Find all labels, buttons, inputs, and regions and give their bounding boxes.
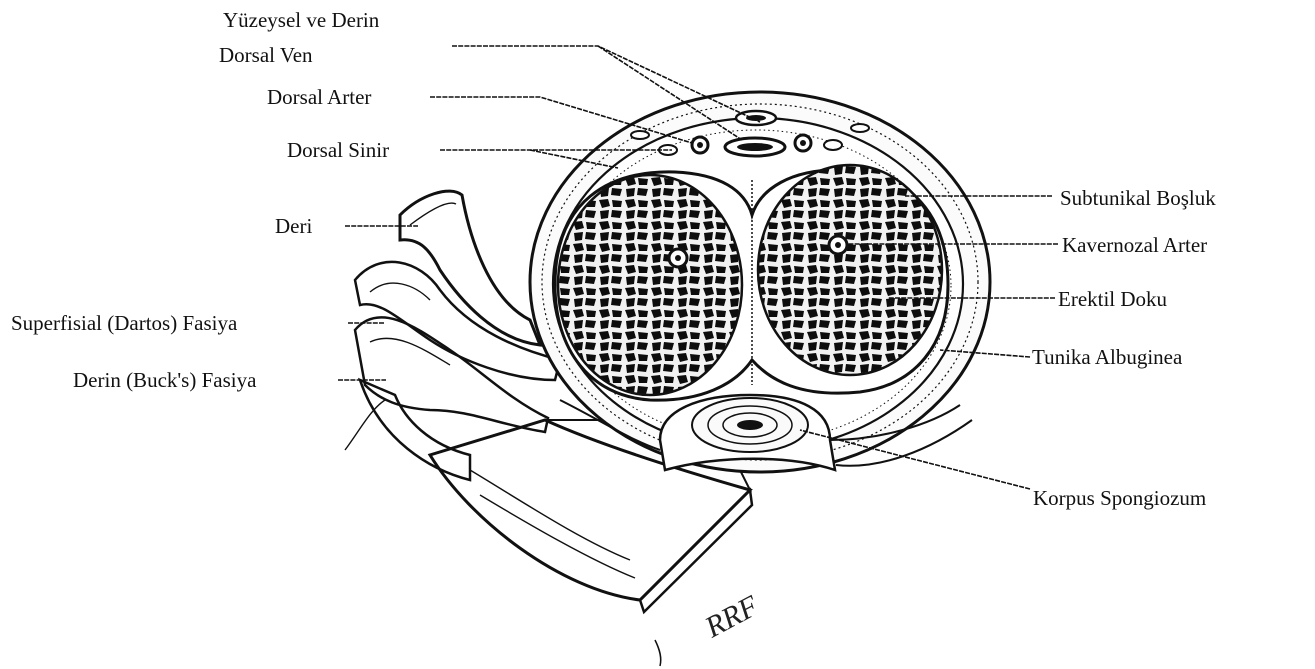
label-subtunical-space: Subtunikal Boşluk [1060,186,1216,210]
label-superficial-dartos-fascia: Superfisial (Dartos) Fasiya [11,311,238,335]
corpora-cavernosa [555,165,948,400]
label-superficial-deep-dorsal-vein-line2: Dorsal Ven [219,43,313,67]
label-deep-bucks-fascia: Derin (Buck's) Fasiya [73,368,257,392]
label-cavernosal-artery: Kavernozal Arter [1062,233,1207,257]
label-corpus-spongiosum: Korpus Spongiozum [1033,486,1206,510]
label-dorsal-artery: Dorsal Arter [267,85,371,109]
label-erectile-tissue: Erektil Doku [1058,287,1168,311]
corpus-cavernosum-left [558,175,742,395]
label-superficial-deep-dorsal-vein-line1: Yüzeysel ve Derin [223,8,380,32]
label-tunica-albuginea: Tunika Albuginea [1032,345,1183,369]
artist-signature: RRF [699,589,765,645]
label-skin: Deri [275,214,312,238]
label-dorsal-nerve: Dorsal Sinir [287,138,389,162]
